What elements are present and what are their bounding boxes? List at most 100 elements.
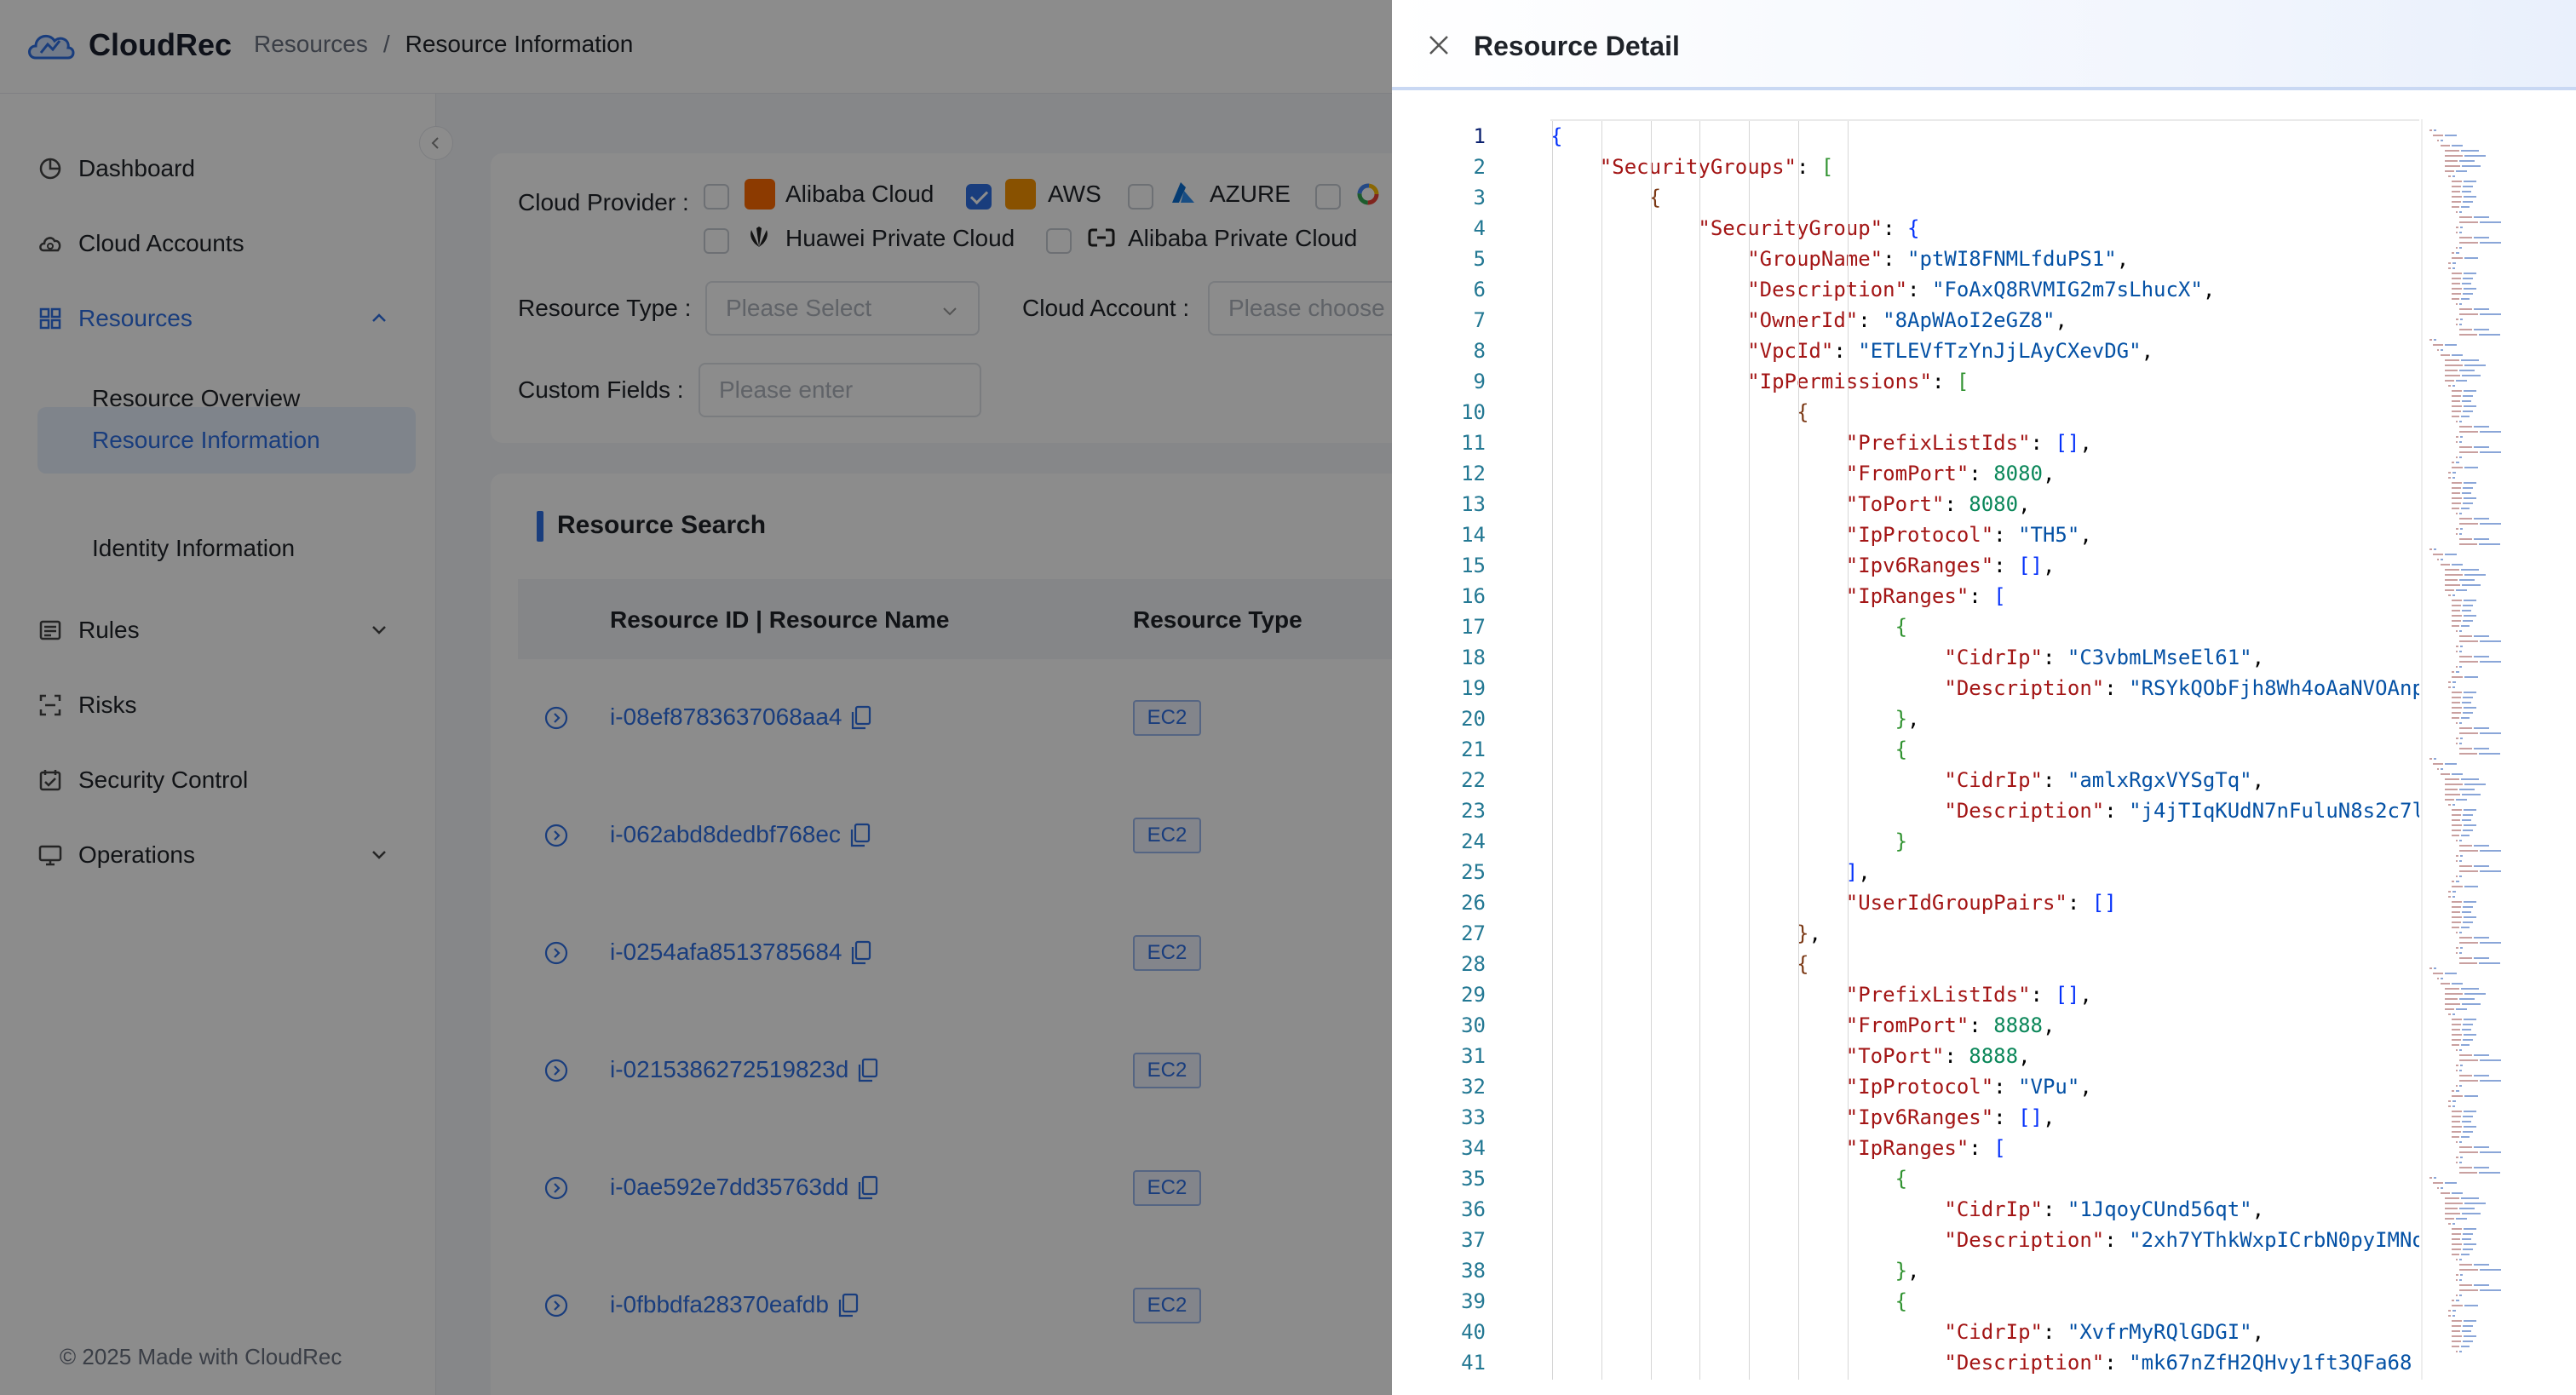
minimap-line [2461, 283, 2472, 284]
minimap-line [2455, 738, 2458, 739]
copy-icon[interactable] [850, 705, 872, 731]
sidebar-item-dashboard[interactable]: Dashboard [37, 135, 416, 203]
copy-icon[interactable] [857, 1058, 879, 1083]
resource-id-link[interactable]: i-0215386272519823d [610, 1056, 849, 1082]
minimap-line [2452, 1116, 2461, 1117]
sidebar-subitem-resource-information[interactable]: Resource Information [37, 407, 416, 474]
provider-checkbox-azure[interactable] [1128, 184, 1153, 210]
minimap-line [2464, 615, 2476, 617]
minimap-line [2459, 855, 2464, 857]
code-line: "ToPort": 8888, [1845, 1044, 2031, 1068]
minimap-line [2479, 242, 2502, 244]
resource-id-link[interactable]: i-0ae592e7dd35763dd [610, 1174, 849, 1200]
provider-checkbox-aws[interactable] [966, 184, 992, 210]
minimap-line [2436, 559, 2440, 560]
minimap-line [2464, 901, 2476, 903]
resource-id-link[interactable]: i-08ef8783637068aa4 [610, 703, 842, 730]
copy-icon[interactable] [857, 1175, 879, 1201]
minimap-line [2455, 303, 2458, 305]
copy-icon[interactable] [837, 1293, 860, 1318]
minimap-line [2452, 983, 2464, 985]
breadcrumb-resources[interactable]: Resources [254, 31, 368, 57]
minimap-line [2455, 232, 2458, 233]
code-line: { [1895, 1289, 1908, 1313]
expand-circle-icon[interactable] [543, 705, 569, 731]
expand-circle-icon[interactable] [543, 1058, 569, 1083]
minimap-line [2452, 1330, 2460, 1332]
sidebar-subitem-identity-information[interactable]: Identity Information [92, 535, 296, 561]
minimap-line [2455, 860, 2458, 862]
sidebar-item-security-control[interactable]: Security Control [37, 746, 416, 814]
modal-overlay[interactable] [0, 0, 1392, 1395]
minimap-line [2460, 717, 2470, 719]
expand-circle-icon[interactable] [543, 823, 569, 848]
provider-checkbox-alibaba-private[interactable] [1046, 228, 1072, 254]
expand-circle-icon[interactable] [543, 940, 569, 966]
sidebar-subitem-resource-overview[interactable]: Resource Overview [92, 385, 301, 411]
custom-fields-input[interactable]: Please enter [699, 363, 981, 417]
code-line: "OwnerId": "8ApWAoI2eGZ8", [1747, 308, 2067, 332]
minimap-line [2452, 1315, 2455, 1317]
expand-circle-icon[interactable] [543, 1175, 569, 1201]
minimap-line [2441, 983, 2451, 985]
minimap-line [2441, 1187, 2444, 1189]
minimap-line [2459, 319, 2464, 320]
minimap-line [2448, 1100, 2451, 1102]
minimap-line [2464, 196, 2476, 198]
sidebar-collapse-button[interactable] [419, 126, 453, 160]
code-line: "IpRanges": [ [1845, 584, 2006, 608]
resource-id-link[interactable]: i-0254afa8513785684 [610, 939, 842, 965]
minimap-line [2452, 405, 2463, 407]
minimap-line [2433, 1177, 2436, 1179]
minimap-line [2459, 753, 2478, 755]
minimap-line [2452, 564, 2464, 565]
minimap-line [2459, 232, 2463, 233]
copy-icon[interactable] [850, 940, 872, 966]
resource-id-link[interactable]: i-062abd8dedbf768ec [610, 821, 841, 847]
resource-type-tag: EC2 [1133, 700, 1201, 736]
minimap-line [2459, 661, 2478, 663]
minimap-line [2474, 1054, 2490, 1056]
minimap-line [2460, 1136, 2470, 1138]
editor-minimap[interactable] [2421, 119, 2559, 1380]
minimap-line [2479, 451, 2502, 453]
sidebar-item-label: Resources [78, 305, 193, 331]
minimap-line [2459, 947, 2464, 949]
sidebar-item-resources[interactable]: Resources [37, 284, 416, 353]
resource-type-select[interactable]: Please Select [705, 281, 980, 336]
minimap-line [2459, 523, 2478, 525]
minimap-line [2479, 221, 2502, 223]
minimap-line [2455, 952, 2458, 954]
chevron-down-icon [372, 851, 386, 859]
minimap-line [2444, 1197, 2460, 1199]
minimap-line [2464, 365, 2486, 366]
minimap-line [2464, 824, 2476, 826]
copy-icon[interactable] [849, 823, 871, 848]
provider-checkbox-alibaba[interactable] [704, 184, 729, 210]
sidebar-item-cloud-accounts[interactable]: Cloud Accounts [37, 210, 416, 278]
minimap-line [2433, 339, 2436, 341]
code-area[interactable]: { "SecurityGroups": [ { "SecurityGroup":… [1550, 119, 2419, 1380]
minimap-line [2452, 671, 2455, 673]
minimap-line [2455, 651, 2458, 652]
sidebar-item-rules[interactable]: Rules [37, 596, 416, 664]
close-icon[interactable] [1426, 32, 1452, 58]
dashboard-icon [39, 158, 61, 180]
sidebar-item-operations[interactable]: Operations [37, 821, 416, 889]
line-number: 30 [1461, 1013, 1486, 1037]
minimap-line [2461, 492, 2472, 494]
minimap-line [2441, 145, 2451, 146]
line-number: 34 [1461, 1136, 1486, 1160]
resource-id-link[interactable]: i-0fbbdfa28370eafdb [610, 1291, 829, 1318]
sidebar-item-risks[interactable]: Risks [37, 671, 416, 739]
provider-checkbox-other[interactable] [1315, 184, 1341, 210]
minimap-line [2459, 303, 2463, 305]
provider-checkbox-huawei[interactable] [704, 228, 729, 254]
minimap-line [2452, 298, 2459, 300]
minimap-line [2452, 1243, 2463, 1245]
minimap-line [2455, 1141, 2458, 1143]
minimap-line [2459, 1264, 2473, 1266]
expand-circle-icon[interactable] [543, 1293, 569, 1318]
